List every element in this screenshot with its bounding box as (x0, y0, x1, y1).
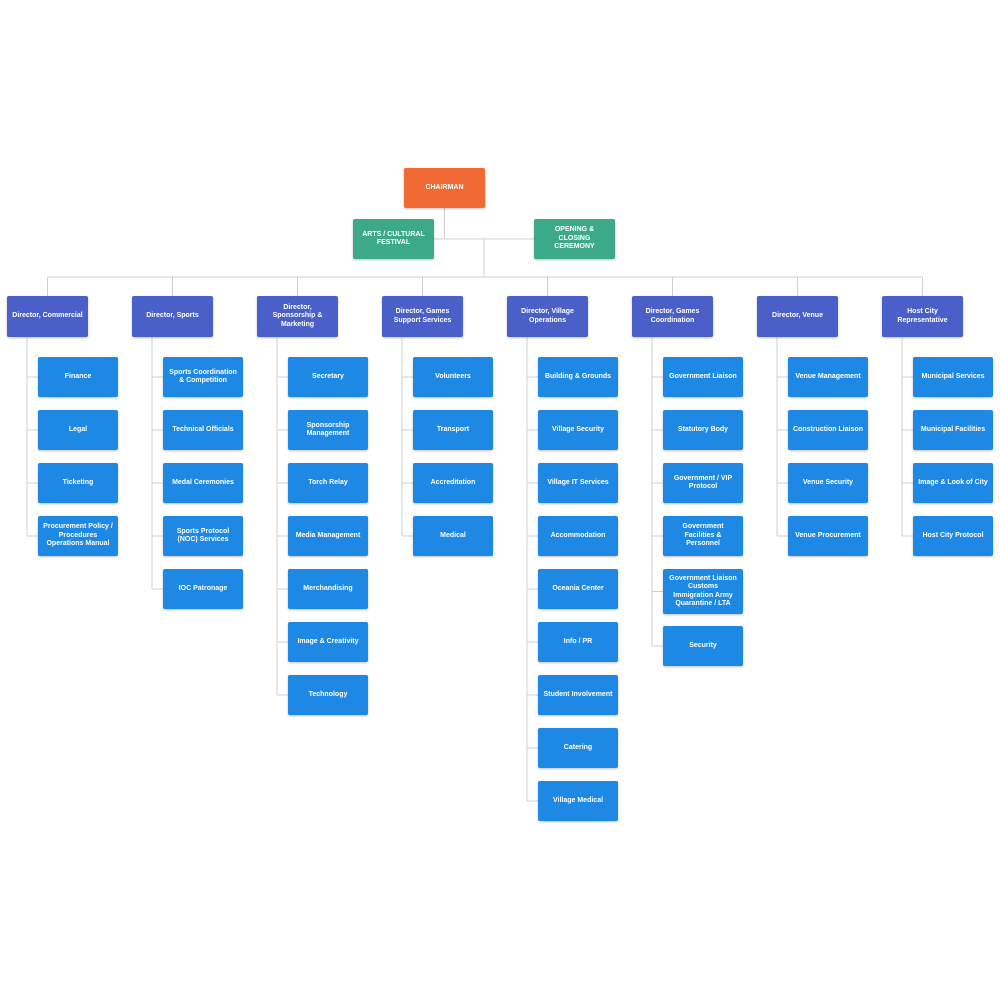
department-box[interactable]: Sponsorship Management (288, 410, 368, 450)
department-box[interactable]: Finance (38, 357, 118, 397)
department-box[interactable]: Statutory Body (663, 410, 743, 450)
department-box[interactable]: Info / PR (538, 622, 618, 662)
department-box[interactable]: Oceania Center (538, 569, 618, 609)
department-box[interactable]: Secretary (288, 357, 368, 397)
department-box[interactable]: Venue Management (788, 357, 868, 397)
department-box[interactable]: Technology (288, 675, 368, 715)
department-box[interactable]: Image & Look of City (913, 463, 993, 503)
department-box[interactable]: Venue Procurement (788, 516, 868, 556)
department-box[interactable]: Image & Creativity (288, 622, 368, 662)
director-box[interactable]: Director, Games Coordination (632, 296, 713, 337)
department-box[interactable]: Medal Ceremonies (163, 463, 243, 503)
department-box[interactable]: Host City Protocol (913, 516, 993, 556)
department-box[interactable]: Technical Officials (163, 410, 243, 450)
department-box[interactable]: Village Medical (538, 781, 618, 821)
arts-cultural-festival-box[interactable]: ARTS / CULTURAL FESTIVAL (353, 219, 434, 259)
director-box[interactable]: Director, Village Operations (507, 296, 588, 337)
department-box[interactable]: Government / VIP Protocol (663, 463, 743, 503)
opening-closing-ceremony-box[interactable]: OPENING & CLOSING CEREMONY (534, 219, 615, 259)
department-box[interactable]: Venue Security (788, 463, 868, 503)
department-box[interactable]: Torch Relay (288, 463, 368, 503)
department-box[interactable]: Ticketing (38, 463, 118, 503)
department-box[interactable]: Building & Grounds (538, 357, 618, 397)
department-box[interactable]: Merchandising (288, 569, 368, 609)
department-box[interactable]: Sports Protocol (NOC) Services (163, 516, 243, 556)
department-box[interactable]: Media Management (288, 516, 368, 556)
director-box[interactable]: Director, Games Support Services (382, 296, 463, 337)
department-box[interactable]: Government Liaison (663, 357, 743, 397)
director-box[interactable]: Host City Representative (882, 296, 963, 337)
department-box[interactable]: IOC Patronage (163, 569, 243, 609)
director-box[interactable]: Director, Venue (757, 296, 838, 337)
department-box[interactable]: Security (663, 626, 743, 666)
department-box[interactable]: Student Involvement (538, 675, 618, 715)
department-box[interactable]: Transport (413, 410, 493, 450)
department-box[interactable]: Volunteers (413, 357, 493, 397)
department-box[interactable]: Procurement Policy / Procedures Operatio… (38, 516, 118, 556)
department-box[interactable]: Construction Liaison (788, 410, 868, 450)
director-box[interactable]: Director, Sponsorship & Marketing (257, 296, 338, 337)
department-box[interactable]: Municipal Services (913, 357, 993, 397)
department-box[interactable]: Sports Coordination & Competition (163, 357, 243, 397)
department-box[interactable]: Government Liaison Customs Immigration A… (663, 569, 743, 614)
chairman-box[interactable]: CHAIRMAN (404, 168, 485, 208)
department-box[interactable]: Village Security (538, 410, 618, 450)
director-box[interactable]: Director, Sports (132, 296, 213, 337)
department-box[interactable]: Accreditation (413, 463, 493, 503)
department-box[interactable]: Medical (413, 516, 493, 556)
director-box[interactable]: Director, Commercial (7, 296, 88, 337)
department-box[interactable]: Accommodation (538, 516, 618, 556)
department-box[interactable]: Catering (538, 728, 618, 768)
department-box[interactable]: Village IT Services (538, 463, 618, 503)
department-box[interactable]: Municipal Facilities (913, 410, 993, 450)
department-box[interactable]: Government Facilities & Personnel (663, 516, 743, 556)
department-box[interactable]: Legal (38, 410, 118, 450)
